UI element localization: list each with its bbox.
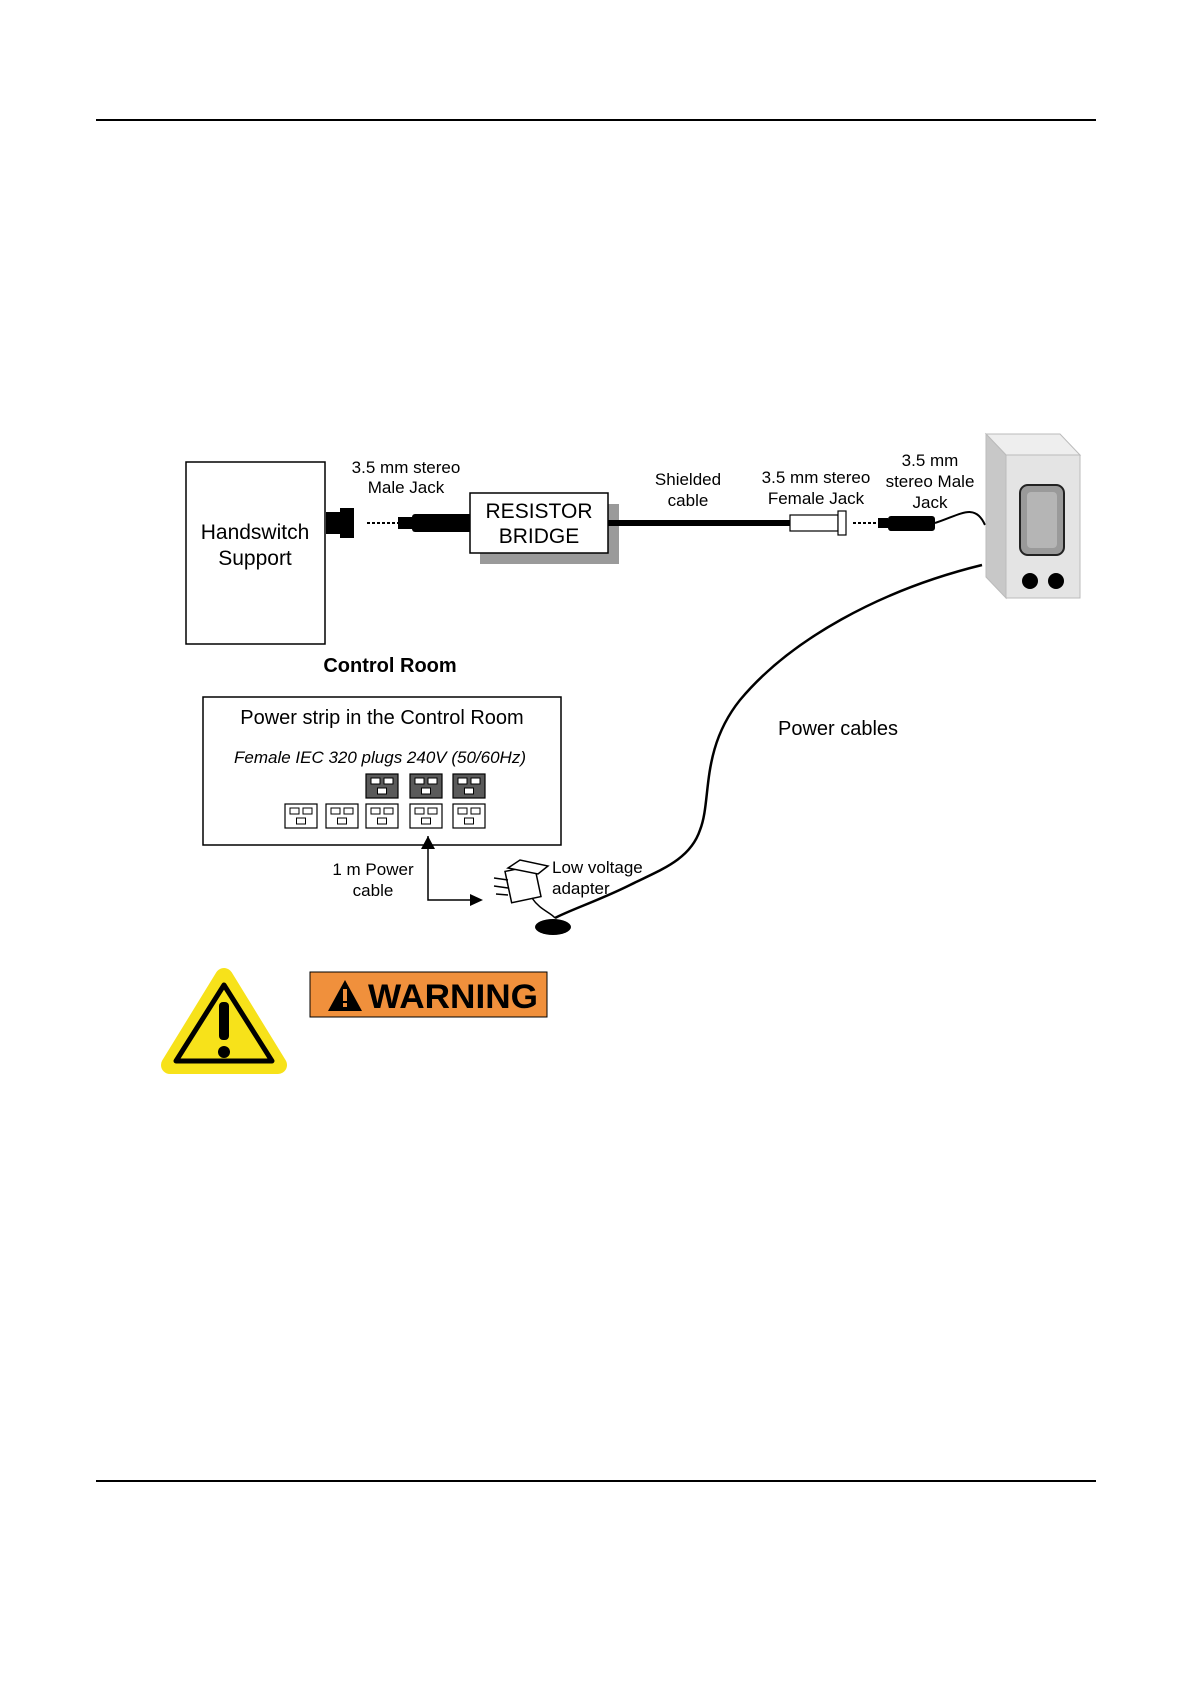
- warning-sign-icon: [170, 977, 278, 1065]
- outlet-occupied: [366, 774, 398, 798]
- jack-to-device-wire: [935, 512, 985, 525]
- power-cables-label: Power cables: [778, 718, 898, 740]
- power-strip-title: Power strip in the Control Room: [240, 707, 523, 729]
- power-cable-arrow: [421, 836, 483, 906]
- outlet-free: [285, 804, 317, 828]
- warning-banner: WARNING: [310, 972, 547, 1017]
- control-room-heading: Control Room: [323, 655, 456, 677]
- warning-banner-text: WARNING: [368, 978, 538, 1016]
- device-unit: [986, 434, 1080, 598]
- handswitch-socket-flange: [340, 508, 354, 538]
- female-jack: [790, 511, 846, 535]
- male-jack-right: [853, 516, 935, 531]
- outlet-free: [366, 804, 398, 828]
- outlet-free: [326, 804, 358, 828]
- male-jack-left: [367, 514, 472, 532]
- power-strip-spec: Female IEC 320 plugs 240V (50/60Hz): [234, 748, 526, 767]
- outlet-occupied: [410, 774, 442, 798]
- outlet-free: [410, 804, 442, 828]
- outlet-free: [453, 804, 485, 828]
- outlet-occupied: [453, 774, 485, 798]
